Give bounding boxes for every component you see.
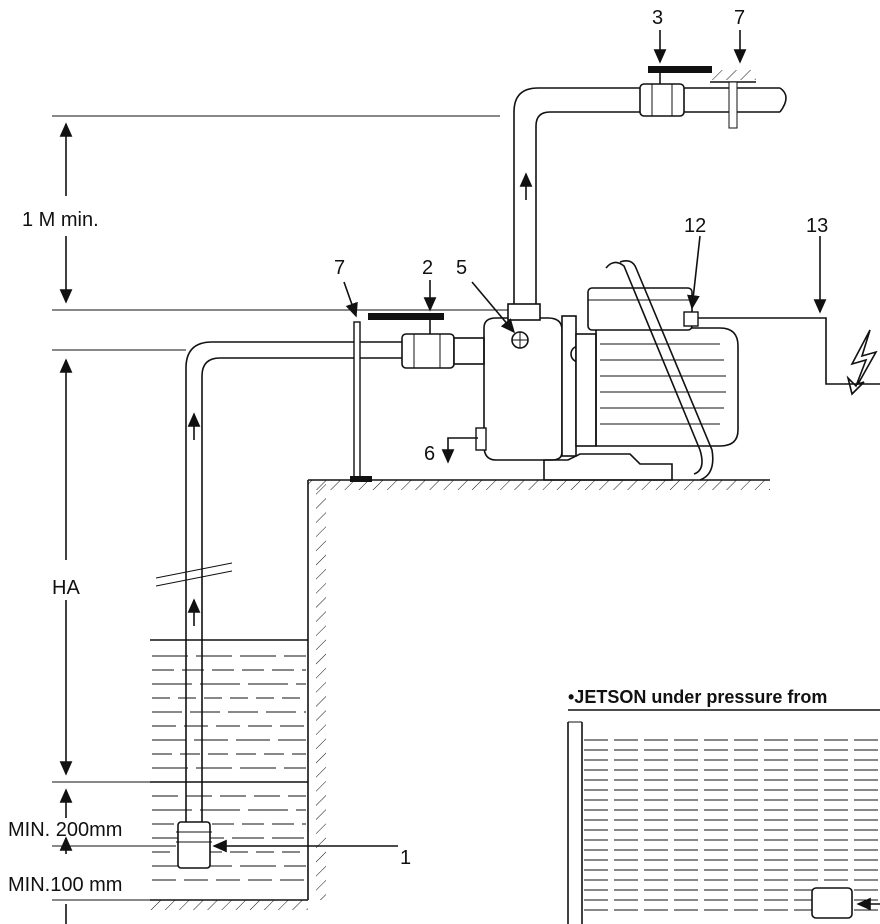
ground [150,479,770,910]
lightning-icon [846,329,878,396]
callout-13: 13 [806,215,828,237]
min-200-label: MIN. 200mm [8,819,122,841]
pipe-support-bottom [350,321,372,482]
jetson-water-lines [584,739,880,911]
callout-7-suction: 7 [334,257,345,279]
jetson-caption: •JETSON under pressure from [568,687,827,707]
callout-3: 3 [652,7,663,29]
min-100-label: MIN.100 mm [8,874,122,896]
dimension-lines [52,115,508,924]
foot-valve [177,821,211,869]
pipe-support-top [710,70,756,129]
water-reservoir [150,639,308,881]
callout-1: 1 [400,847,411,869]
pump [475,260,739,481]
callout-5: 5 [456,257,467,279]
suction-pipe [155,341,402,869]
suction-valve [368,313,485,369]
one-m-min-label: 1 M min. [22,209,99,231]
gate-valve-icon [639,66,712,117]
jetson-scene [567,721,880,924]
jetson-foot-valve [811,887,853,919]
flow-arrow-icon [187,172,533,626]
ha-label: HA [52,577,80,599]
callout-7-discharge: 7 [734,7,745,29]
discharge-pipe [513,87,787,310]
callout-leaders [212,30,827,853]
callout-6: 6 [424,443,435,465]
callout-12: 12 [684,215,706,237]
callout-2: 2 [422,257,433,279]
